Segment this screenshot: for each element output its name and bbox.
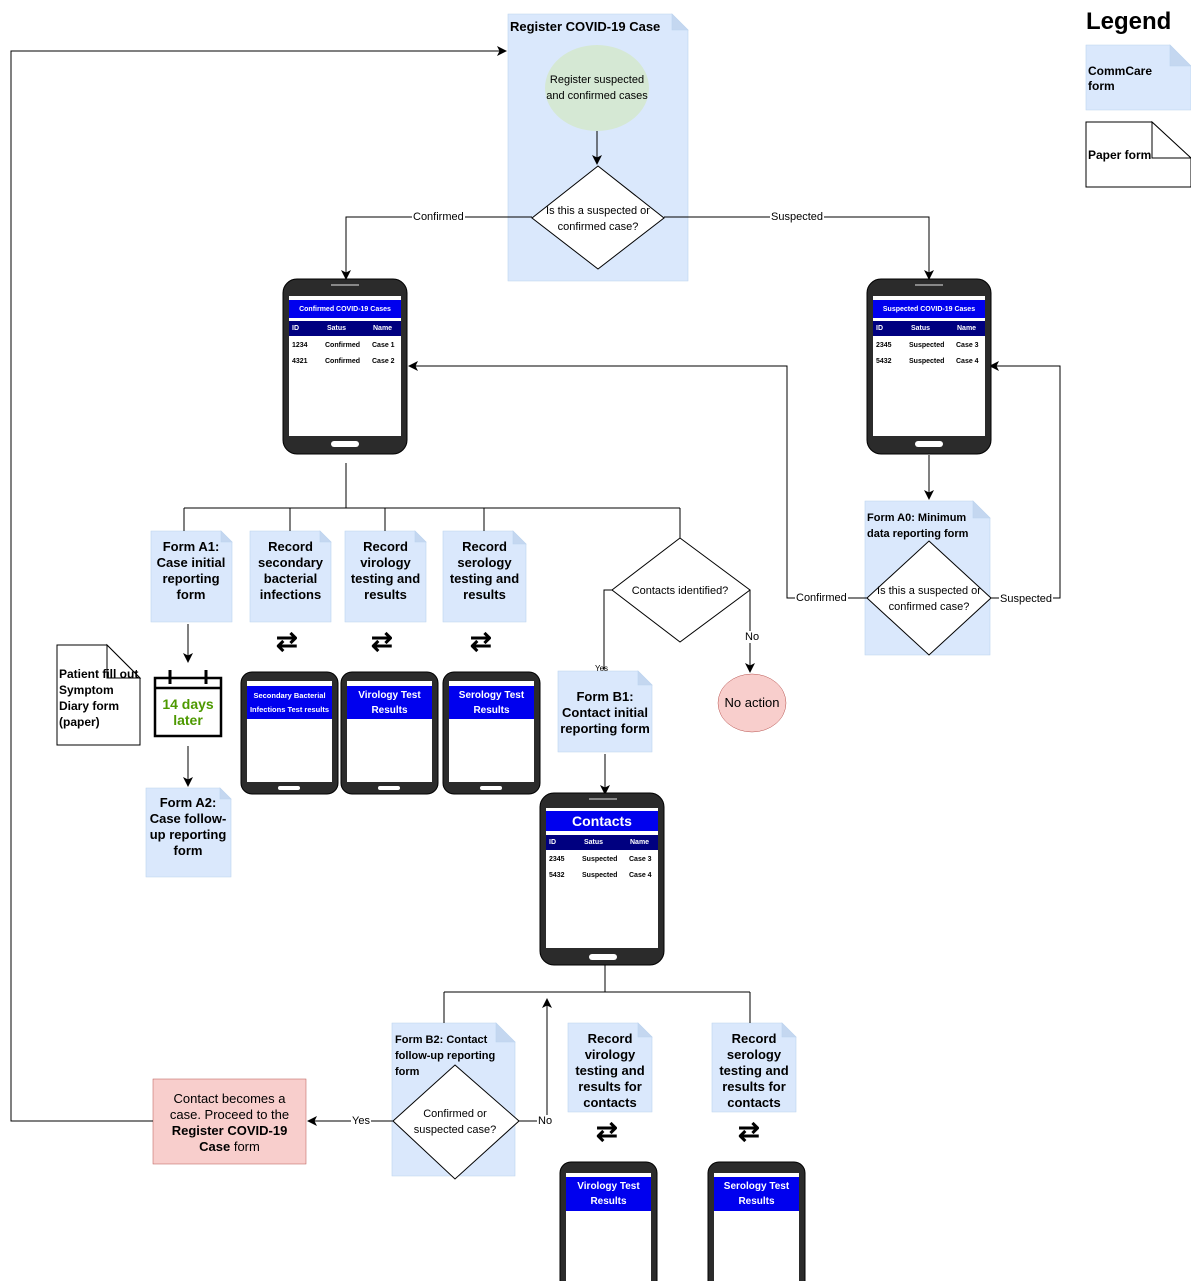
form-b2-question: Confirmed or suspected case?	[413, 1108, 497, 1136]
sync-icon: ⇄	[276, 626, 298, 656]
contacts-yes-label: Yes	[595, 664, 609, 673]
no-action-text: No action	[724, 695, 780, 710]
col-id: ID	[876, 325, 883, 332]
contacts-question: Contacts identified?	[631, 585, 729, 597]
a0-suspected-label: Suspected	[999, 593, 1053, 605]
calendar-text: 14 days later	[162, 696, 214, 728]
confirmed-phone-columns: ID Satus Name	[289, 321, 401, 336]
contact-becomes-case-line: Contact becomes a case. Proceed to the	[169, 1091, 290, 1122]
table-row[interactable]: 2345 Suspected Case 3	[876, 342, 979, 349]
register-suspected-label: Suspected	[770, 211, 824, 223]
register-confirmed-label: Confirmed	[412, 211, 465, 223]
register-title: Register COVID-19 Case	[510, 19, 661, 34]
record-serology-contacts-text: Record serology testing and results for …	[719, 1031, 789, 1110]
record-serology-contacts-doc	[711, 1022, 797, 1113]
contacts-no-label: No	[744, 631, 761, 643]
col-id: ID	[549, 839, 556, 846]
col-name: Name	[373, 325, 393, 332]
sync-icon: ⇄	[371, 626, 393, 656]
diary-paper-doc	[56, 643, 142, 746]
table-row[interactable]: 5432 Suspected Case 4	[876, 358, 979, 365]
table-row[interactable]: 4321 Confirmed Case 2	[292, 358, 395, 365]
b2-yes-label: Yes	[351, 1115, 371, 1127]
record-serology-text: Record serology testing and results	[449, 539, 520, 602]
col-status: Satus	[911, 325, 931, 332]
contacts-phone-columns: ID Satus Name	[546, 835, 658, 850]
table-row[interactable]: 1234 Confirmed Case 1	[292, 342, 395, 349]
col-status: Satus	[327, 325, 347, 332]
table-row[interactable]: 2345 Suspected Case 3	[549, 856, 652, 863]
contact-becomes-case-box	[152, 1078, 307, 1165]
contact-becomes-case-tail: form	[233, 1139, 260, 1154]
record-secondary-text: Record secondary bacterial infections	[257, 539, 324, 602]
legend-paper-label: Paper form	[1088, 148, 1152, 162]
form-a1-text: Form A1: Case initial reporting form	[156, 539, 226, 602]
b2-decision-diamond	[392, 1064, 520, 1180]
form-a2-text: Form A2: Case follow-up reporting form	[149, 795, 227, 858]
serology-phone-header: Serology Test Results	[449, 686, 534, 719]
form-a1-doc	[150, 530, 233, 623]
register-decision-diamond	[531, 165, 665, 270]
legend-commcare-label: CommCare form	[1088, 64, 1153, 93]
register-step-text: Register suspected and confirmed cases	[546, 74, 648, 102]
sync-icon: ⇄	[596, 1116, 618, 1146]
suspected-phone-header: Suspected COVID-19 Cases	[873, 300, 985, 318]
secondary-phone-header: Secondary Bacterial Infections Test resu…	[247, 686, 332, 719]
record-virology-text: Record virology testing and results	[350, 539, 421, 602]
col-name: Name	[957, 325, 977, 332]
sync-icon: ⇄	[470, 626, 492, 656]
col-status: Satus	[584, 839, 604, 846]
register-question: Is this a suspected or confirmed case?	[546, 205, 650, 233]
form-a0-title: Form A0: Minimum data reporting form	[867, 512, 969, 540]
col-id: ID	[292, 325, 299, 332]
form-a2-doc	[145, 787, 232, 878]
suspected-phone-columns: ID Satus Name	[873, 321, 985, 336]
legend-paper-doc	[1085, 120, 1191, 188]
record-virology-doc	[344, 530, 427, 623]
register-case-link[interactable]: Register COVID-19 Case	[171, 1123, 288, 1154]
serology-contacts-phone-header: Serology Test Results	[714, 1177, 799, 1211]
form-b2-title: Form B2: Contact follow-up reporting for…	[395, 1034, 496, 1078]
a0-decision-diamond	[866, 540, 992, 656]
a0-confirmed-label: Confirmed	[795, 592, 848, 604]
form-a0-question: Is this a suspected or confirmed case?	[877, 585, 981, 613]
col-name: Name	[630, 839, 650, 846]
record-serology-doc	[442, 530, 527, 623]
sync-icon: ⇄	[738, 1116, 760, 1146]
calendar-icon	[153, 670, 223, 738]
b2-no-label: No	[537, 1115, 554, 1127]
form-b1-doc	[557, 670, 653, 753]
virology-contacts-phone-header: Virology Test Results	[566, 1177, 651, 1211]
legend-commcare-doc	[1085, 44, 1191, 111]
record-virology-contacts-doc	[567, 1022, 653, 1113]
record-virology-contacts-text: Record virology testing and results for …	[575, 1031, 645, 1110]
diary-text: Patient fill out Symptom Diary form (pap…	[59, 667, 139, 729]
register-step-ellipse	[545, 45, 649, 131]
contacts-decision-diamond	[611, 537, 751, 643]
contact-becomes-case-text: Contact becomes a case. Proceed to the R…	[157, 1091, 302, 1155]
confirmed-phone-header: Confirmed COVID-19 Cases	[289, 300, 401, 318]
virology-phone-header: Virology Test Results	[347, 686, 432, 719]
table-row[interactable]: 5432 Suspected Case 4	[549, 872, 652, 879]
no-action-ellipse	[717, 673, 787, 733]
contacts-phone-header: Contacts	[546, 811, 658, 831]
legend-title: Legend	[1086, 8, 1172, 35]
record-secondary-doc	[249, 530, 332, 623]
form-b1-text: Form B1: Contact initial reporting form	[560, 689, 650, 736]
